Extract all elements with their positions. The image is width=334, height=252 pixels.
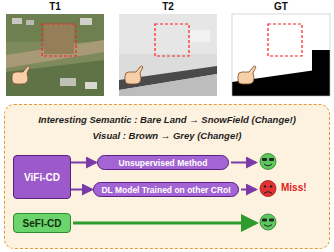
heading-text: Interesting Semantic : Bare Land → SnowF… [5,114,329,125]
outcome-box: Unsupervised Method [97,155,229,170]
result-arrow [231,162,256,164]
happy-face [260,154,276,170]
result-arrow [241,189,256,191]
t1-image [6,14,104,96]
panel-title: GT [274,1,288,12]
context-band: Interesting Semantic : Bare Land → SnowF… [4,104,330,249]
miss-note: Miss! [281,182,307,193]
node-label: SeFI-CD [23,218,62,229]
outcome-box: DL Model Trained on other CRoI [93,182,239,197]
method-box: SeFI-CD [13,213,71,233]
node-label: Unsupervised Method [119,158,208,168]
panel-title: T1 [49,1,61,12]
gt-image [232,14,330,96]
connector-arrow [71,189,92,191]
method-box: ViFi-CD [13,155,71,199]
hand-pointer [12,66,256,84]
sad-face [260,181,276,197]
connector-arrow [71,162,96,164]
t2-image [119,14,217,96]
result-arrow [73,222,256,225]
happy-face [260,214,276,230]
node-label: DL Model Trained on other CRoI [101,185,230,195]
heading-text: Visual : Brown → Grey (Change!) [5,130,329,141]
panel-title: T2 [162,1,174,12]
node-label: ViFi-CD [24,172,60,183]
